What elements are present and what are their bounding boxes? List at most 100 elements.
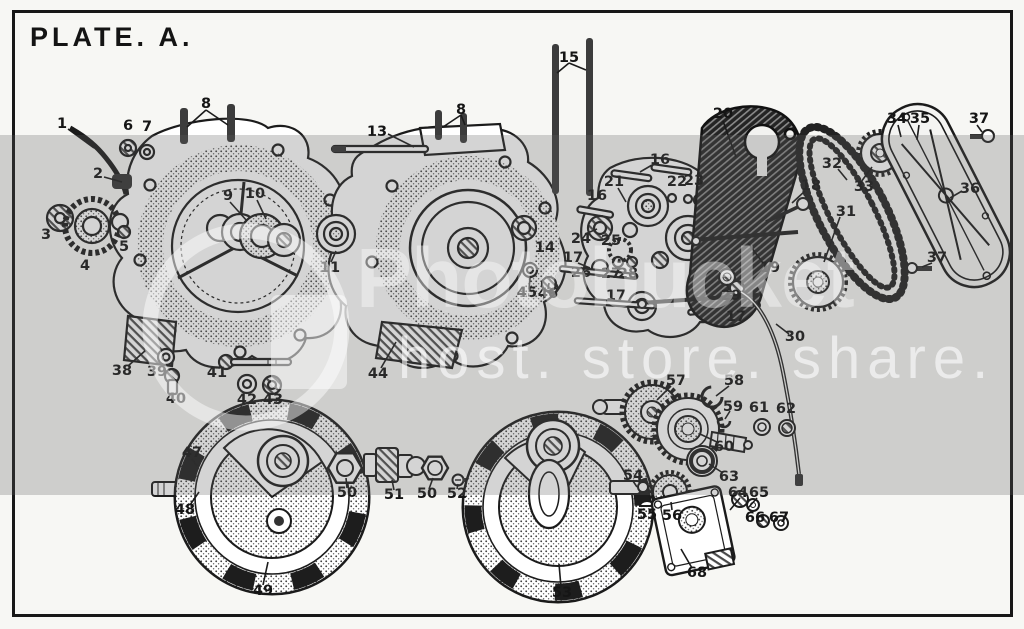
part-label: 33: [853, 179, 875, 195]
part-label: 47: [181, 445, 203, 461]
leader-line: [460, 114, 466, 126]
part-label: 53: [551, 585, 573, 601]
leader-line: [547, 282, 550, 290]
part-label: 9: [222, 188, 234, 204]
part-label: 16: [586, 188, 608, 204]
part-label: 28: [617, 266, 639, 282]
part-label: 37: [926, 250, 948, 266]
leader-line: [205, 109, 229, 126]
part-label: 61: [748, 400, 770, 416]
leader-line: [186, 109, 207, 128]
part-label: 31: [835, 204, 857, 220]
part-label: 57: [665, 373, 687, 389]
part-label: 48: [174, 502, 196, 518]
part-label: 3: [40, 227, 52, 243]
right-crankcase-half: [315, 110, 567, 370]
part-label: 4: [79, 258, 91, 274]
part-label: 17: [725, 309, 747, 325]
part-label: 68: [686, 565, 708, 581]
outer-cover: [880, 102, 1012, 289]
part-label: 54: [622, 468, 644, 484]
leader-line: [191, 458, 198, 467]
leader-line: [729, 497, 741, 511]
leader-line: [715, 385, 730, 397]
leader-line: [568, 62, 587, 71]
leader-line: [528, 276, 531, 289]
part-label: 42: [236, 392, 258, 408]
timing-gear-cluster: [592, 379, 796, 466]
part-label: 65: [748, 485, 770, 501]
part-label: 63: [718, 469, 740, 485]
part-label: 56: [661, 508, 683, 524]
part-label: 52: [446, 486, 468, 502]
part-label: 45: [516, 285, 538, 301]
part-label: 22: [666, 174, 688, 190]
leader-line: [747, 497, 758, 509]
leader-line: [747, 242, 764, 264]
leader-line: [837, 168, 848, 181]
part-label: 32: [821, 156, 843, 172]
leader-line: [823, 216, 841, 263]
leader-line: [916, 124, 920, 141]
fasteners-row: [156, 347, 293, 396]
leader-line: [345, 477, 348, 489]
leader-line: [791, 190, 806, 204]
plate-title: PLATE. A.: [30, 22, 194, 52]
part-label: 51: [383, 487, 405, 503]
part-label: 62: [775, 401, 797, 417]
leader-line: [860, 166, 873, 183]
part-label: 21: [603, 174, 625, 190]
leader-line: [921, 262, 933, 268]
part-label: 14: [534, 240, 556, 256]
part-label: 64: [727, 485, 749, 501]
leader-line: [330, 250, 337, 263]
part-label: 66: [744, 510, 766, 526]
leader-line: [584, 228, 598, 235]
leader-line: [897, 124, 902, 138]
part-label: 17: [605, 288, 627, 304]
leader-line: [380, 341, 397, 369]
part-label: 18: [800, 178, 822, 194]
part-label: 27: [600, 266, 622, 282]
leader-line: [722, 120, 737, 158]
part-label: 11: [319, 260, 341, 276]
leader-line: [632, 480, 638, 488]
part-label: 19: [759, 260, 781, 276]
part-label: 41: [206, 365, 228, 381]
part-label: 44: [367, 366, 389, 382]
leader-line: [256, 199, 267, 220]
part-label: 2: [92, 166, 104, 182]
leader-line: [189, 491, 200, 506]
part-label: 17: [562, 250, 584, 266]
left-crankcase-half: [108, 104, 358, 369]
leader-line: [558, 563, 562, 588]
leader-line: [387, 133, 415, 148]
part-label: 43: [262, 392, 284, 408]
leader-line: [699, 433, 720, 444]
cable-and-sprocket-parts: [45, 125, 156, 256]
part-label: 24: [570, 231, 592, 247]
part-label: 26: [570, 265, 592, 281]
part-label: 49: [252, 583, 274, 599]
leader-line: [656, 385, 672, 401]
chaincase-backplate: [685, 105, 803, 328]
part-label: 40: [165, 391, 187, 407]
part-label: 8: [455, 102, 467, 118]
part-label: 38: [111, 363, 133, 379]
part-label: 67: [768, 510, 790, 526]
plate-border: [12, 10, 1013, 617]
leader-line: [442, 114, 462, 128]
part-label: 5: [118, 239, 130, 255]
leader-line: [67, 128, 95, 149]
stud: [227, 104, 235, 142]
part-label: 37: [968, 111, 990, 127]
leader-line: [724, 410, 731, 420]
part-label: 60: [713, 439, 735, 455]
leader-line: [680, 548, 693, 569]
leader-line: [127, 349, 147, 367]
part-label: 50: [416, 486, 438, 502]
part-label: 23: [683, 173, 705, 189]
